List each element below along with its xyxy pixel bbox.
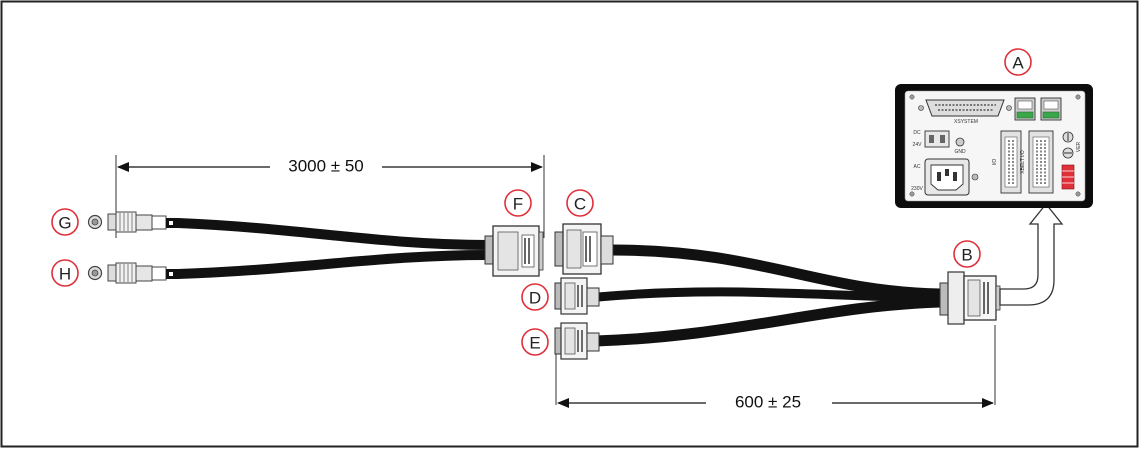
callout-f-label: F bbox=[513, 195, 523, 214]
callout-e: E bbox=[521, 328, 549, 356]
gnd-terminal: GND bbox=[954, 137, 966, 155]
xbeltio-port: XBELT I/O bbox=[1020, 130, 1054, 194]
ethernet-port-2 bbox=[1040, 97, 1062, 121]
controller-panel: XSYSTEM DC 24V GND bbox=[895, 84, 1093, 208]
callout-d-label: D bbox=[529, 289, 541, 308]
dip-switch bbox=[1061, 164, 1075, 190]
callout-e-label: E bbox=[529, 334, 540, 353]
connector-b bbox=[939, 271, 1001, 325]
cable-e bbox=[590, 296, 946, 347]
cable-c bbox=[606, 244, 946, 300]
callout-f: F bbox=[504, 189, 532, 217]
plug-in-arrow bbox=[999, 202, 1064, 306]
round-connector-h bbox=[87, 262, 178, 284]
callouts: A B C D E F G H bbox=[51, 48, 1032, 356]
connector-e bbox=[554, 322, 600, 360]
dimension-breakout: 600 ± 25 bbox=[555, 325, 996, 412]
rotary-switches: VER bbox=[1062, 131, 1082, 159]
callout-b: B bbox=[953, 240, 981, 268]
xsystem-port: XSYSTEM bbox=[918, 99, 1012, 125]
callout-c-label: C bbox=[574, 195, 586, 214]
connector-d bbox=[554, 277, 600, 315]
callout-b-label: B bbox=[961, 246, 972, 265]
dc-power-port: DC 24V bbox=[913, 130, 950, 148]
round-connector-g bbox=[87, 211, 178, 233]
callout-h-label: H bbox=[59, 265, 71, 284]
ac-power-port: AC 230V bbox=[911, 158, 979, 196]
cable-h bbox=[173, 250, 493, 279]
io-port: I/O bbox=[992, 130, 1022, 194]
callout-h: H bbox=[51, 259, 79, 287]
cable-d bbox=[593, 287, 945, 303]
ethernet-port-1 bbox=[1014, 97, 1036, 121]
callout-a-label: A bbox=[1012, 54, 1024, 73]
ac-label: AC bbox=[914, 164, 921, 170]
callout-g: G bbox=[51, 208, 79, 236]
callout-c: C bbox=[566, 189, 594, 217]
dc-label: DC bbox=[913, 130, 921, 136]
callout-a: A bbox=[1004, 48, 1032, 76]
cable-g bbox=[173, 218, 493, 250]
xbeltio-label: XBELT I/O bbox=[1020, 150, 1026, 174]
xsystem-label: XSYSTEM bbox=[954, 119, 978, 125]
ver-label: VER bbox=[1076, 141, 1082, 152]
gnd-label: GND bbox=[954, 149, 966, 155]
connector-f bbox=[484, 225, 544, 277]
callout-g-label: G bbox=[58, 214, 71, 233]
dimension-label-breakout: 600 ± 25 bbox=[735, 393, 801, 412]
io-label: I/O bbox=[992, 159, 998, 166]
cables bbox=[173, 218, 946, 347]
dimension-label-main: 3000 ± 50 bbox=[288, 157, 364, 176]
connector-c bbox=[554, 223, 614, 275]
ac-voltage-label: 230V bbox=[911, 186, 923, 192]
callout-d: D bbox=[521, 283, 549, 311]
dc-voltage-label: 24V bbox=[913, 142, 923, 148]
